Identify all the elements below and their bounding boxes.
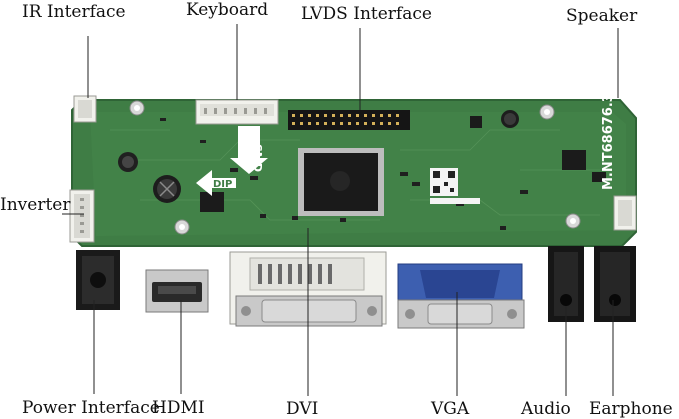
label-audio: Audio [520, 399, 571, 419]
label-hdmi: HDMI [152, 398, 205, 418]
ir-connector [73, 95, 97, 123]
label-inverter: Inverter [0, 195, 71, 215]
label-speaker: Speaker [566, 6, 638, 26]
label-ir-interface: IR Interface [22, 2, 126, 22]
main-processor-chip [298, 148, 384, 216]
callout-lines [62, 24, 619, 396]
serial-sticker [430, 198, 480, 204]
regulator-chip [200, 192, 224, 212]
audio-amp-chip [562, 150, 586, 170]
power-jack [76, 250, 120, 310]
board-model-text: M.NT68676.3 [601, 93, 616, 190]
label-power-interface: Power Interface [22, 398, 160, 418]
inverter-connector [69, 189, 95, 243]
smd-mark: SMD [251, 144, 264, 172]
smd-dip-marker: SMD DIP [196, 126, 268, 196]
keyboard-connector [195, 99, 279, 125]
lvds-header [288, 110, 410, 130]
dip-mark: DIP [213, 179, 232, 190]
capacitor-large [153, 175, 181, 203]
label-keyboard: Keyboard [186, 0, 268, 20]
small-chip-2 [592, 172, 606, 182]
speaker-connector [613, 195, 637, 231]
label-lvds-interface: LVDS Interface [301, 4, 432, 24]
label-earphone: Earphone [589, 399, 673, 419]
inductor [118, 152, 138, 172]
vga-port [397, 263, 525, 329]
small-chip [470, 116, 482, 128]
hdmi-port [145, 269, 209, 313]
label-vga: VGA [430, 399, 470, 419]
label-dvi: DVI [286, 399, 318, 419]
earphone-jack [594, 246, 636, 322]
capacitor-small [501, 110, 519, 128]
